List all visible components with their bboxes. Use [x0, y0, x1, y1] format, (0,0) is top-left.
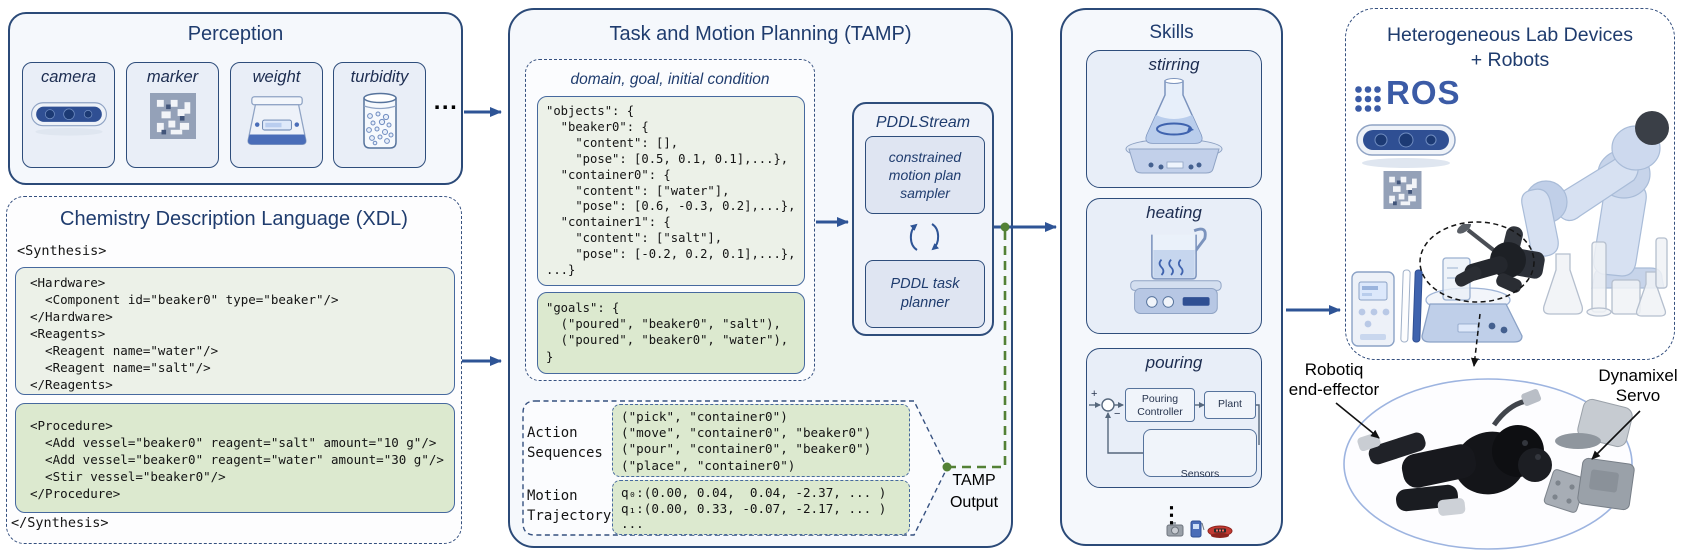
tamp-goals-code: "goals": { ("poured", "beaker0", "salt")… [546, 301, 789, 364]
robotiq-gripper-icon [1357, 388, 1552, 516]
tamp-objects-box: "objects": { "beaker0": { "content": [],… [537, 96, 805, 286]
stirring-label: stirring [1148, 55, 1200, 74]
tamp-goals-box: "goals": { ("poured", "beaker0", "salt")… [537, 292, 805, 374]
skills-title: Skills [1149, 22, 1194, 43]
lab-bench-illustration [1351, 224, 1668, 347]
minus-sign: − [1114, 408, 1121, 420]
sensor-label-turbidity: turbidity [350, 68, 409, 86]
turbidity-vial-icon [362, 92, 397, 149]
motion-trajectory-label: Motion Trajectory [527, 488, 612, 524]
task-planner-box: PDDL task planner [865, 260, 985, 328]
plus-sign: + [1091, 388, 1098, 400]
robotiq-label: Robotiq end-effector [1288, 360, 1380, 399]
plant-box: Plant [1204, 391, 1256, 419]
dynamixel-label: Dynamixel Servo [1598, 366, 1678, 405]
aruco-marker-icon [1383, 171, 1422, 209]
perception-title: Perception [187, 23, 284, 45]
camera-icon [1166, 522, 1184, 537]
pddlstream-box: PDDLStream constrained motion plan sampl… [852, 102, 994, 336]
xdl-procedure-code: <Procedure> <Add vessel="beaker0" reagen… [30, 418, 444, 501]
sensor-label-weight: weight [252, 68, 301, 86]
sensor-card-camera: camera [22, 62, 115, 168]
sensor-card-marker: marker [126, 62, 219, 168]
aruco-marker-icon [149, 93, 196, 139]
xdl-hardware-reagents-code: <Hardware> <Component id="beaker0" type=… [30, 275, 339, 392]
depth-camera-icon [30, 102, 107, 136]
scale-icon [1207, 525, 1233, 538]
skills-panel: Skills stirring heating [1060, 8, 1283, 546]
motion-sampler-box: constrained motion plan sampler [865, 136, 985, 214]
heating-label: heating [1146, 203, 1202, 222]
sensor-icons [1166, 520, 1233, 538]
skill-card-heating: heating [1086, 198, 1262, 334]
xdl-open-tag: <Synthesis> [17, 243, 107, 259]
ros-label: ROS [1386, 74, 1461, 111]
ros-dots-icon [1355, 86, 1381, 112]
cycle-arrows-icon [909, 223, 940, 251]
xdl-procedure-box: <Procedure> <Add vessel="beaker0" reagen… [15, 403, 455, 513]
skills-more-ellipsis: ⋮ [1160, 502, 1183, 527]
sensors-label: Sensors [1180, 468, 1220, 480]
xdl-close-tag: </Synthesis> [11, 515, 109, 531]
stirring-icon [1125, 78, 1223, 174]
flasks-icon [1542, 237, 1668, 317]
tamp-objects-code: "objects": { "beaker0": { "content": [],… [546, 104, 796, 278]
sensor-label-camera: camera [40, 68, 97, 86]
perception-panel: Perception camera marker [8, 12, 463, 185]
xdl-panel: Chemistry Description Language (XDL) <Sy… [6, 196, 462, 544]
ph-meter-icon [1351, 271, 1395, 347]
pddlstream-title: PDDLStream [875, 114, 971, 131]
gripper-callout-illustration [1343, 378, 1635, 550]
devices-title: Heterogeneous Lab Devices + Robots [1386, 24, 1634, 71]
pen-icons [1400, 269, 1423, 343]
sensors-box: Sensors [1143, 429, 1257, 538]
sensor-label-marker: marker [146, 68, 199, 86]
stir-plate-icon [1421, 287, 1523, 343]
skill-card-pouring: pouring [1086, 348, 1263, 538]
tamp-title: Task and Motion Planning (TAMP) [609, 23, 912, 45]
tamp-output-label: TAMP Output [949, 472, 999, 511]
xdl-title: Chemistry Description Language (XDL) [60, 208, 408, 230]
pouring-label: pouring [1145, 353, 1203, 372]
pouring-loop-lines [1089, 398, 1260, 454]
pouring-controller-box: Pouring Controller [1125, 388, 1195, 422]
pouring-control-diagram: + − Pouring Controller Plant Sensors [1087, 377, 1263, 538]
sensor-card-turbidity: turbidity [333, 62, 426, 168]
tamp-input-label: domain, goal, initial condition [570, 71, 770, 88]
depth-camera-icon [1356, 124, 1456, 168]
scale-icon [246, 96, 307, 146]
perception-more-ellipsis: ... [433, 88, 459, 115]
motion-trajectory-code: q₀:(0.00, 0.04, 0.04, -2.37, ... ) q₁:(0… [621, 485, 887, 531]
action-sequences-box: ("pick", "container0") ("move", "contain… [612, 404, 910, 477]
action-sequences-label: Action Sequences [527, 425, 603, 461]
motion-trajectory-box: q₀:(0.00, 0.04, 0.04, -2.37, ... ) q₁:(0… [612, 480, 910, 535]
tamp-input-box: domain, goal, initial condition "objects… [525, 59, 815, 381]
action-sequences-code: ("pick", "container0") ("move", "contain… [621, 409, 872, 473]
ph-meter-icon [1190, 520, 1205, 538]
sensor-card-weight: weight [230, 62, 323, 168]
skill-card-stirring: stirring [1086, 50, 1262, 188]
heating-icon [1130, 227, 1222, 314]
xdl-hardware-reagents-box: <Hardware> <Component id="beaker0" type=… [15, 267, 455, 395]
